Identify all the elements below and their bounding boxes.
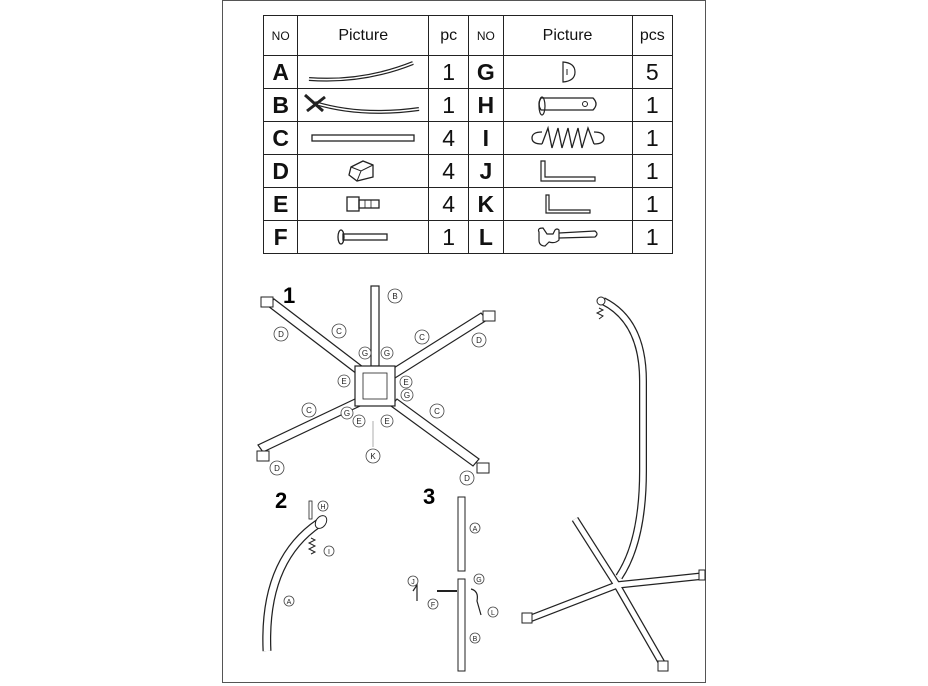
part-qty: 5 — [631, 55, 674, 89]
part-qty: 1 — [631, 187, 674, 221]
callout-c: C — [336, 327, 342, 336]
foot-cap — [476, 462, 490, 474]
header-no-right: NO — [468, 15, 504, 56]
pin — [308, 500, 313, 520]
step3-diagram: 3 A J F G L B — [407, 484, 499, 672]
callout-j: J — [411, 579, 415, 586]
parts-table-header: NO Picture pc NO Picture pcs — [262, 15, 674, 56]
tube-b — [457, 578, 466, 672]
part-letter: F — [262, 220, 299, 254]
table-row: F 1 L 1 — [262, 220, 674, 254]
part-qty: 4 — [428, 187, 470, 221]
part-letter: D — [262, 154, 299, 188]
callout-h: H — [320, 504, 325, 511]
part-letter: A — [262, 55, 299, 89]
step2-number: 2 — [275, 488, 287, 513]
callout-g: G — [476, 577, 481, 584]
callout-a: A — [473, 526, 478, 533]
callout-e: E — [341, 377, 346, 386]
part-letter: E — [262, 187, 299, 221]
table-row: D 4 J 1 — [262, 154, 674, 188]
tube-a — [457, 496, 466, 572]
large-allen-key-icon — [502, 154, 633, 188]
spring — [307, 537, 317, 555]
callout-k: K — [370, 452, 376, 461]
foot-cap — [256, 450, 270, 462]
callout-i: I — [328, 549, 330, 556]
callout-d: D — [274, 464, 280, 473]
assembly-diagrams: 1 — [256, 283, 706, 672]
long-bolt-icon — [297, 220, 430, 254]
foot-cap — [482, 310, 496, 322]
part-letter: B — [262, 88, 299, 122]
callout-b: B — [392, 292, 397, 301]
part-letter: L — [468, 220, 504, 254]
header-picture-left: Picture — [297, 15, 430, 56]
callout-e: E — [384, 417, 389, 426]
part-qty: 1 — [428, 55, 470, 89]
pin-icon — [502, 88, 633, 122]
part-qty: 4 — [428, 121, 470, 155]
callout-d: D — [464, 474, 470, 483]
callout-c: C — [419, 333, 425, 342]
callout-g: G — [344, 409, 350, 418]
step3-number: 3 — [423, 484, 435, 509]
callout-b: B — [473, 636, 478, 643]
step1-number: 1 — [283, 283, 295, 308]
arm-upper-right — [388, 312, 488, 379]
callout-f: F — [431, 602, 435, 609]
callout-c: C — [306, 406, 312, 415]
part-letter: J — [468, 154, 504, 188]
center-hub — [354, 365, 396, 407]
foot-cap-icon — [297, 154, 430, 188]
table-row: B 1 H 1 — [262, 88, 674, 122]
allen-key — [412, 583, 418, 601]
part-letter: H — [468, 88, 504, 122]
callout-e: E — [403, 378, 408, 387]
part-qty: 1 — [428, 220, 470, 254]
callout-e: E — [356, 417, 361, 426]
part-letter: G — [468, 55, 504, 89]
wrench-icon — [502, 220, 633, 254]
curved-arc-tube-icon — [297, 55, 430, 89]
step1-diagram: 1 — [256, 283, 496, 486]
parts-table: NO Picture pc NO Picture pcs A 1 G 5 B — [262, 15, 674, 254]
part-qty: 4 — [428, 154, 470, 188]
foot-cap — [260, 296, 274, 308]
spring-icon — [502, 121, 633, 155]
callout-l: L — [491, 610, 495, 617]
curved-tube-with-base-icon — [297, 88, 430, 122]
callout-g: G — [404, 391, 410, 400]
callout-d: D — [476, 336, 482, 345]
tube-b — [370, 285, 380, 367]
table-row: A 1 G 5 — [262, 55, 674, 89]
callout-c: C — [434, 407, 440, 416]
callout-d: D — [278, 330, 284, 339]
wrench — [470, 588, 482, 616]
callout-g: G — [384, 349, 390, 358]
assembled-stand — [521, 296, 706, 672]
part-qty: 1 — [631, 88, 674, 122]
part-letter: C — [262, 121, 299, 155]
header-qty-right: pcs — [631, 15, 674, 56]
instruction-sheet: NO Picture pc NO Picture pcs A 1 G 5 B — [222, 0, 706, 683]
part-qty: 1 — [631, 220, 674, 254]
header-no-left: NO — [262, 15, 299, 56]
part-letter: K — [468, 187, 504, 221]
step2-diagram: 2 H I A — [262, 488, 335, 652]
callout-a: A — [287, 599, 292, 606]
callout-g: G — [362, 349, 368, 358]
